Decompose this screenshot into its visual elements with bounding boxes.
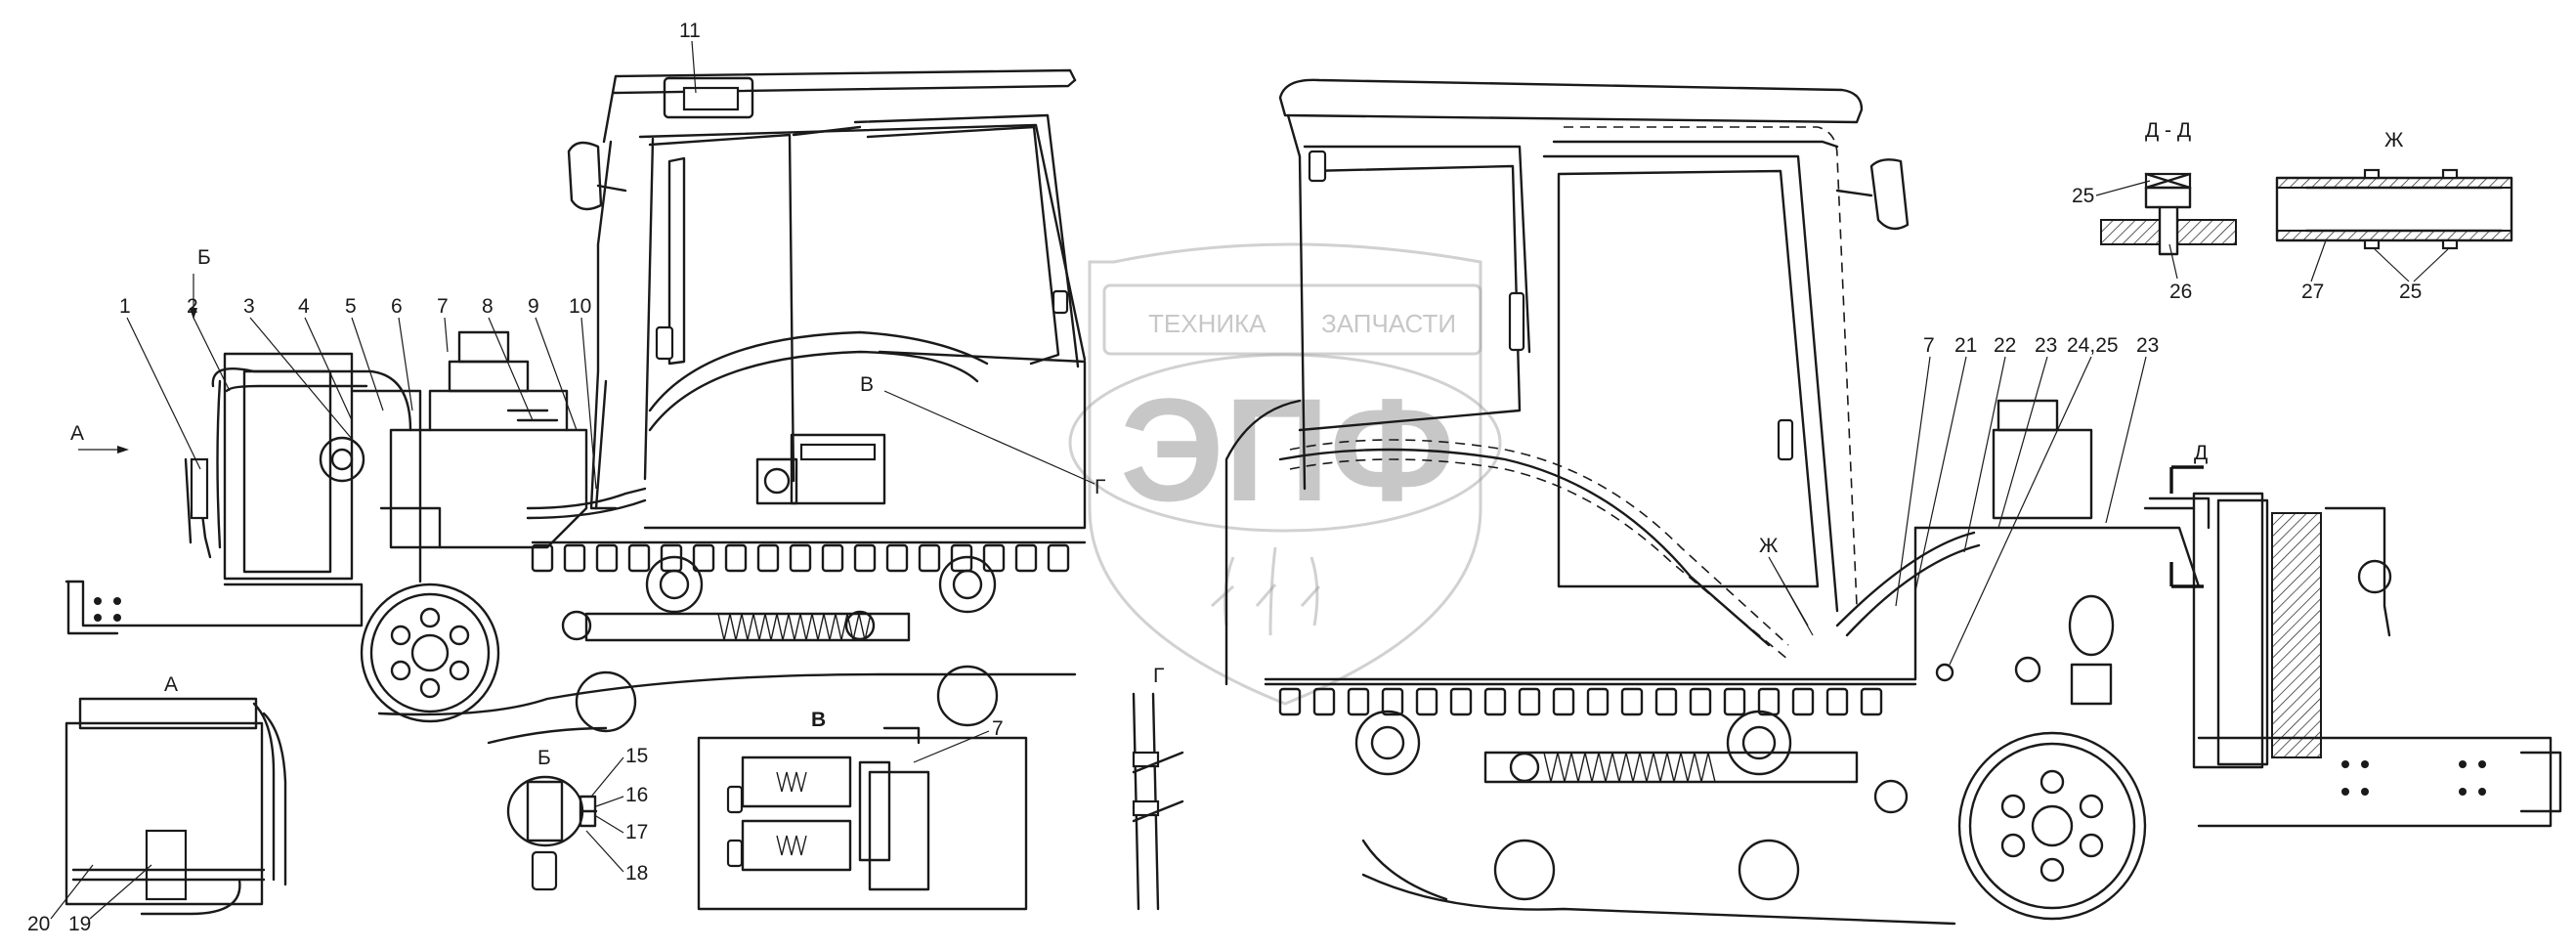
callout-5: 5 <box>345 295 357 318</box>
callout-dd-25: 25 <box>2072 185 2094 207</box>
callout-15: 15 <box>625 745 648 767</box>
section-d-marker: Д <box>2194 442 2208 464</box>
callout-3: 3 <box>243 295 255 318</box>
watermark-brand-right: ЗАПЧАСТИ <box>1321 309 1456 338</box>
callout-dd-26: 26 <box>2169 281 2192 303</box>
callout-labels: А Б А Б В Г Д - Д Ж Д Ж Г В 1 2 3 4 5 6 … <box>27 20 2449 935</box>
watermark: ТЕХНИКА ЗАПЧАСТИ ЭПФ <box>1068 242 1502 706</box>
callout-7: 7 <box>437 295 449 318</box>
wheat-emblem-icon <box>1210 546 1321 636</box>
section-zh <box>2275 168 2513 250</box>
left-side-view <box>64 68 1087 745</box>
view-g-detail <box>1132 692 1184 911</box>
callout-8: 8 <box>482 295 494 318</box>
callout-23b: 23 <box>2136 334 2159 357</box>
callout-9: 9 <box>528 295 539 318</box>
view-b-detail <box>506 775 598 891</box>
g-marker: Г <box>1095 476 1105 498</box>
callout-19: 19 <box>68 913 91 935</box>
view-a-detail <box>64 697 287 916</box>
callout-zh-27: 27 <box>2301 281 2324 303</box>
callout-6: 6 <box>391 295 403 318</box>
callout-17: 17 <box>625 821 648 843</box>
callout-v-7: 7 <box>992 717 1004 740</box>
view-v-detail <box>697 726 1028 911</box>
callout-20: 20 <box>27 913 50 935</box>
v-marker: В <box>860 373 874 396</box>
zh-marker: Ж <box>1759 535 1779 557</box>
callout-11: 11 <box>679 20 701 42</box>
callout-10: 10 <box>569 295 591 318</box>
view-v-title: В <box>811 709 826 731</box>
view-b-marker: Б <box>197 246 211 269</box>
view-g-title: Г <box>1153 665 1164 687</box>
callout-r-7: 7 <box>1923 334 1935 357</box>
callout-22: 22 <box>1994 334 2016 357</box>
section-dd <box>2100 172 2237 256</box>
callout-zh-25: 25 <box>2399 281 2422 303</box>
callout-23a: 23 <box>2035 334 2057 357</box>
callout-4: 4 <box>298 295 310 318</box>
section-zh-title: Ж <box>2384 129 2404 151</box>
view-a-title: А <box>164 673 178 696</box>
view-a-marker: А <box>70 422 84 445</box>
callout-16: 16 <box>625 784 648 806</box>
section-dd-title: Д - Д <box>2145 119 2191 142</box>
callout-1: 1 <box>119 295 131 318</box>
left-track-links <box>531 543 1070 573</box>
watermark-brand-left: ТЕХНИКА <box>1148 309 1267 338</box>
view-b-title: Б <box>537 747 551 769</box>
callout-18: 18 <box>625 862 648 885</box>
callout-21: 21 <box>1954 334 1977 357</box>
callout-2: 2 <box>187 295 198 318</box>
callout-24-25: 24,25 <box>2067 334 2119 357</box>
right-side-view <box>1224 78 2562 926</box>
